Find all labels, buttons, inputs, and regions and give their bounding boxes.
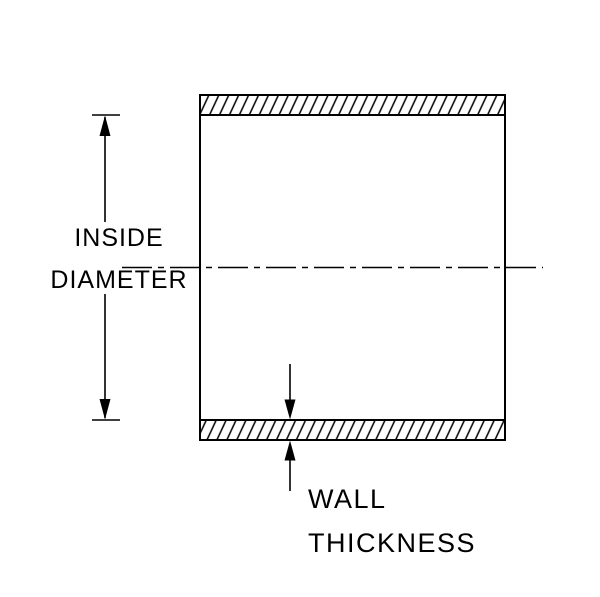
wall-thickness-label-line2: THICKNESS: [308, 528, 477, 558]
inside-diameter-dimension: [92, 114, 120, 421]
dimension-arrowhead-up-icon: [99, 115, 111, 136]
tube-bottom-wall: [199, 419, 506, 441]
wall-thickness-arrowhead-down-icon: [284, 399, 296, 420]
wall-thickness-arrowhead-up-icon: [284, 440, 296, 461]
dimension-arrowhead-down-icon: [99, 399, 111, 420]
tube-body: [122, 94, 543, 441]
wall-thickness-label-line1: WALL: [308, 484, 387, 514]
wall-thickness-dimension: [284, 364, 296, 491]
tube-top-wall: [199, 94, 506, 116]
inside-diameter-label-line2: DIAMETER: [50, 266, 188, 294]
inside-diameter-label-line1: INSIDE: [74, 224, 164, 252]
